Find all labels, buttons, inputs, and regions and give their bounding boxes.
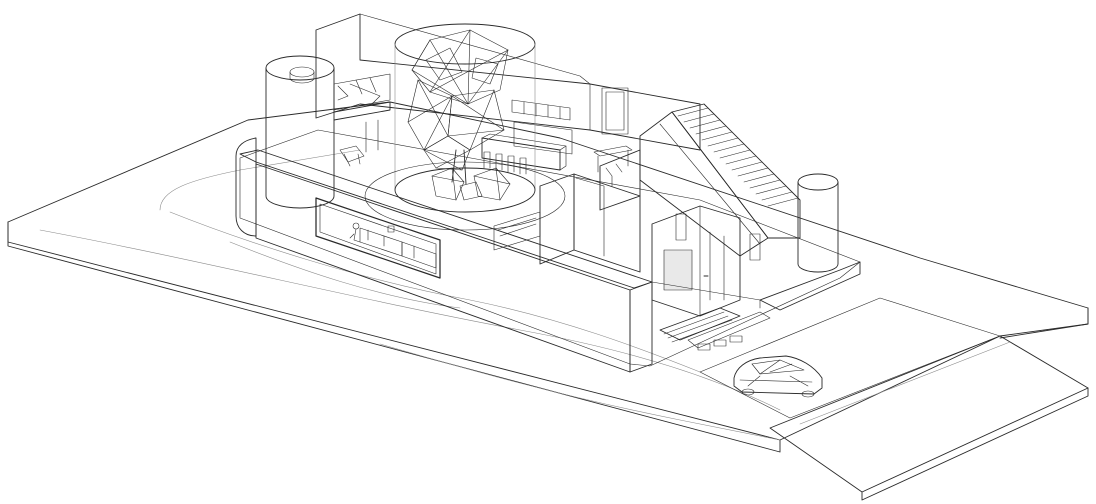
- cylindrical-tower-left: [265, 55, 335, 209]
- kitchen: [481, 99, 573, 175]
- driveway-ramp: [699, 297, 1089, 501]
- parked-car: [733, 355, 823, 398]
- bar-stools: [483, 151, 527, 175]
- site-plinth: [7, 101, 1089, 453]
- upper-level-walls: [315, 13, 701, 151]
- entry-steps: [659, 307, 771, 351]
- sofa-lounge: [359, 225, 437, 269]
- circular-skylight: [394, 23, 536, 65]
- sink-vanity: [749, 233, 761, 261]
- staircase: [639, 103, 801, 257]
- interior-door: [675, 213, 687, 241]
- wall-artwork: [601, 87, 629, 135]
- lounge-chair: [339, 145, 365, 167]
- bedroom-upper-level: [333, 73, 391, 167]
- kitchen-counter: [481, 137, 561, 171]
- stepping-pads: [697, 335, 743, 351]
- dining-table: [593, 145, 633, 187]
- interior-partitions: [539, 145, 761, 317]
- cylindrical-tower-right: [797, 173, 839, 273]
- house-perimeter-wall: [235, 137, 653, 373]
- terrace-ledge: [651, 261, 861, 311]
- house-floor: [239, 129, 861, 367]
- person-figure: [349, 222, 361, 243]
- polyhedral-tree-sculpture: [364, 23, 566, 231]
- window-opening: [315, 197, 441, 279]
